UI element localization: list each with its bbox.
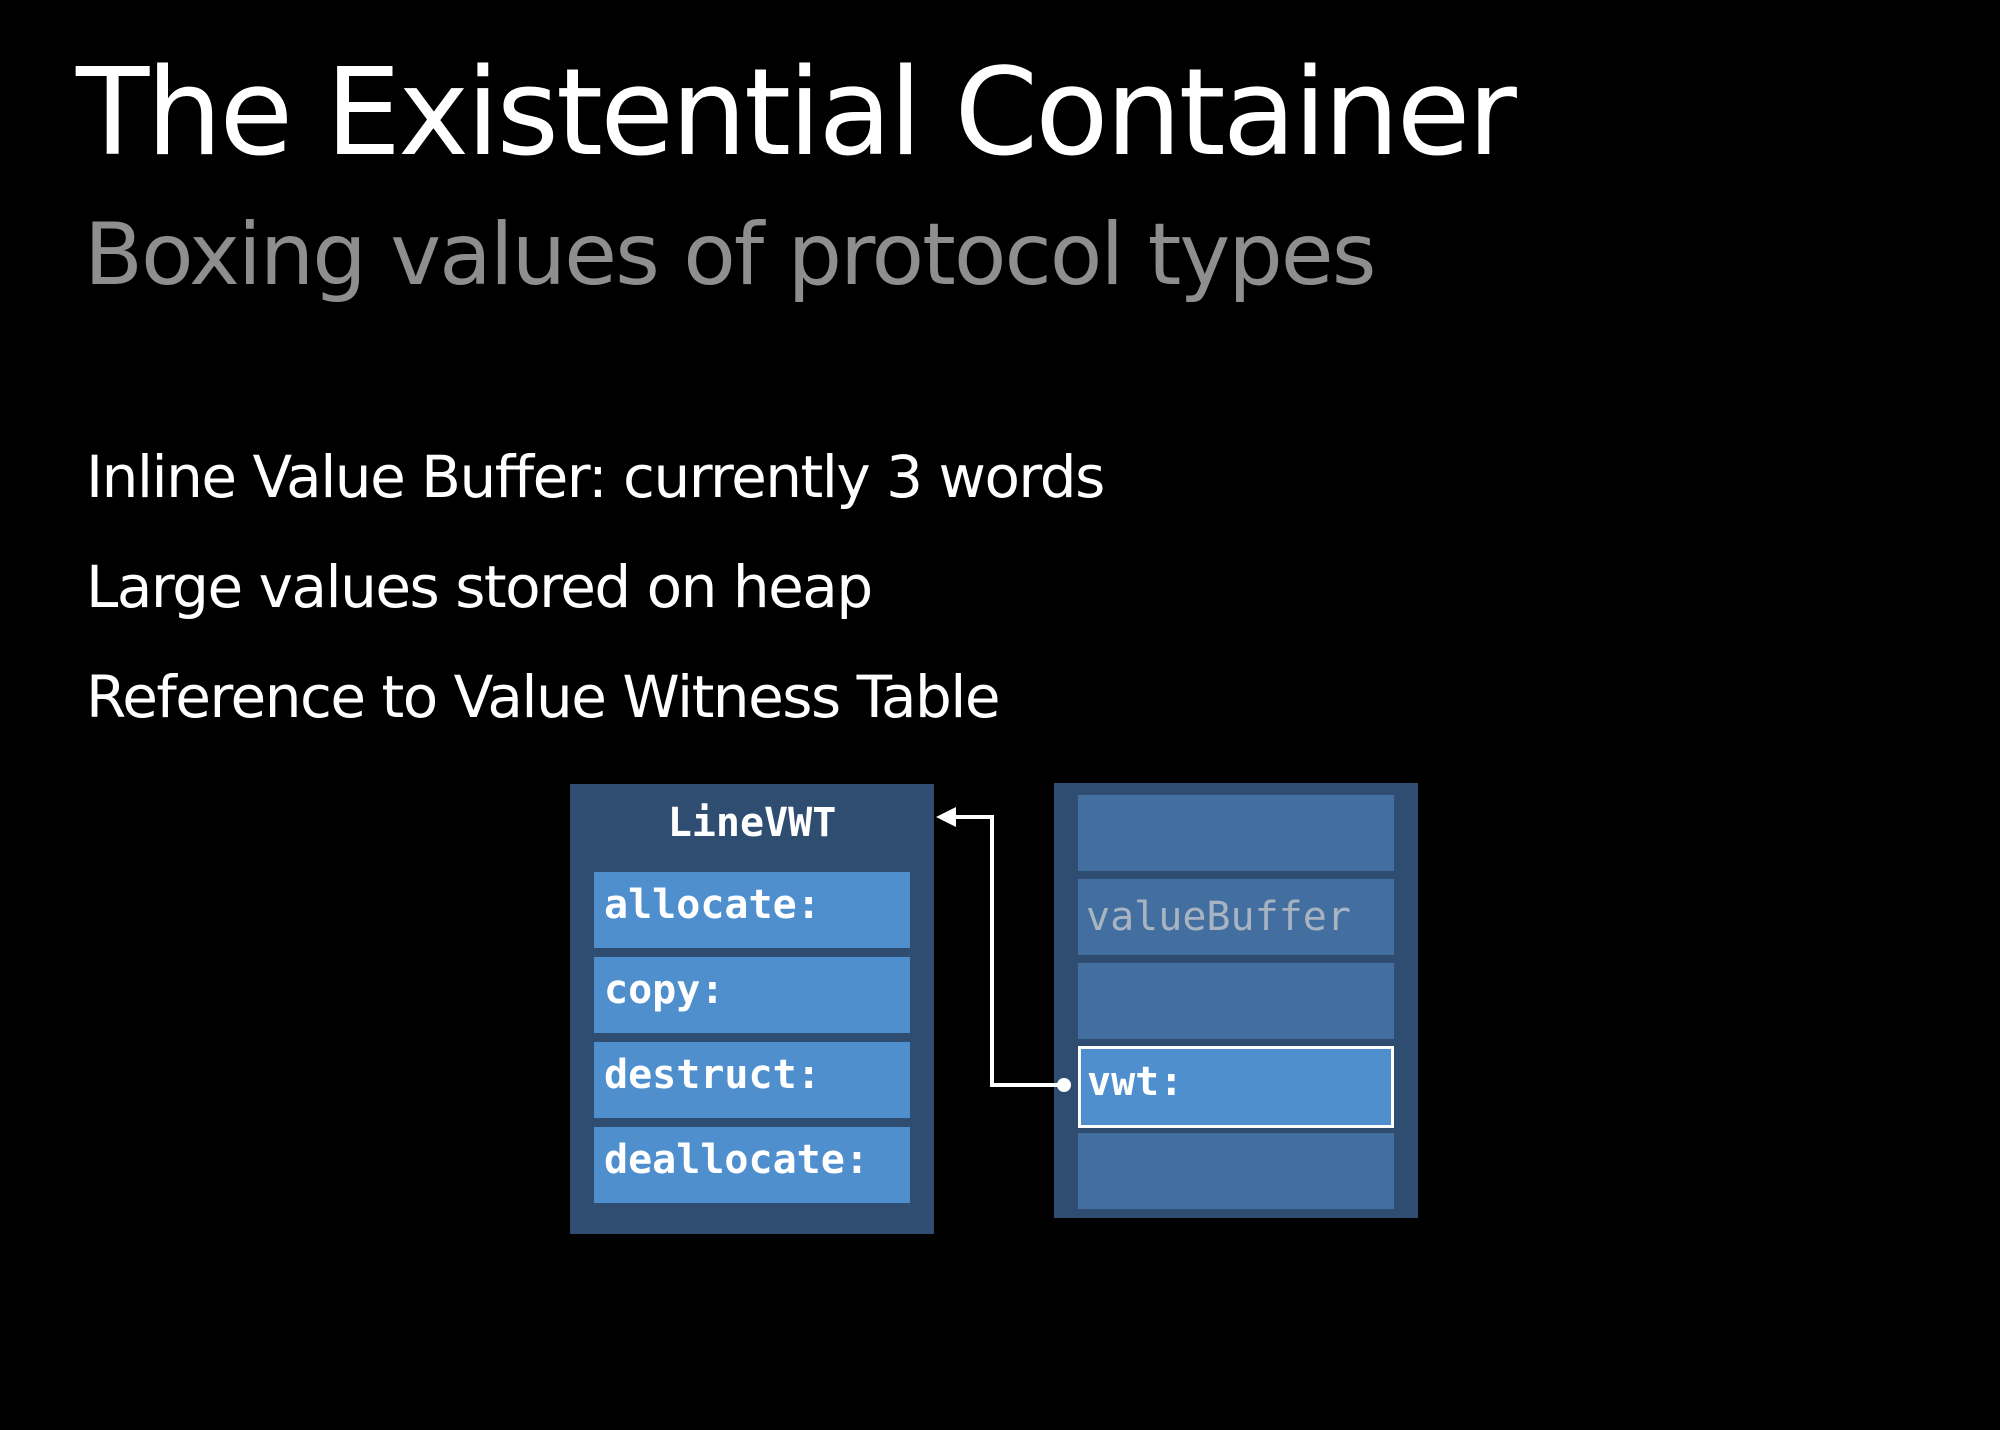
vwt-entry-destruct: destruct: bbox=[594, 1042, 910, 1118]
arrow-head bbox=[936, 807, 956, 827]
container-slot-vwt: vwt: bbox=[1078, 1046, 1394, 1128]
vwt-entry-copy: copy: bbox=[594, 957, 910, 1033]
slide-subtitle: Boxing values of protocol types bbox=[84, 205, 1377, 305]
value-witness-table-box: LineVWT allocate: copy: destruct: deallo… bbox=[570, 784, 934, 1234]
container-slot-3 bbox=[1078, 963, 1394, 1039]
slide-title: The Existential Container bbox=[76, 44, 1517, 183]
container-slot-value-buffer: valueBuffer bbox=[1078, 879, 1394, 955]
bullet-reference-vwt: Reference to Value Witness Table bbox=[86, 663, 1001, 731]
vwt-table-title: LineVWT bbox=[667, 800, 837, 846]
existential-container-box: valueBuffer vwt: bbox=[1054, 783, 1418, 1218]
bullet-inline-value-buffer: Inline Value Buffer: currently 3 words bbox=[86, 443, 1105, 511]
bullet-large-values-heap: Large values stored on heap bbox=[86, 553, 873, 621]
vwt-entry-allocate: allocate: bbox=[594, 872, 910, 948]
vwt-entry-deallocate: deallocate: bbox=[594, 1127, 910, 1203]
container-slot-5 bbox=[1078, 1133, 1394, 1209]
bullet-list: Inline Value Buffer: currently 3 words L… bbox=[86, 442, 1105, 772]
container-slot-1 bbox=[1078, 795, 1394, 871]
arrow-line bbox=[952, 815, 1064, 1087]
